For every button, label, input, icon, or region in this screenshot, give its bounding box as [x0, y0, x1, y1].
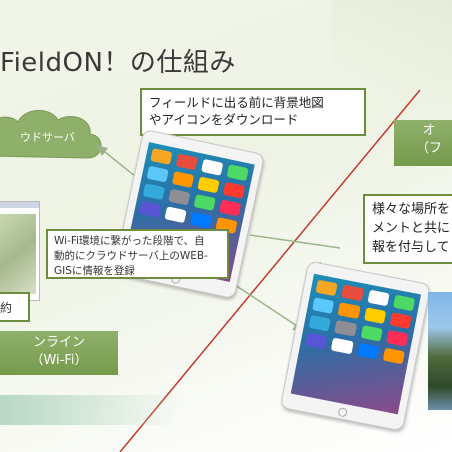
callout-annotate-line1: 様々な場所を	[372, 202, 451, 217]
cloud-icon	[0, 110, 102, 159]
callout-annotate: 様々な場所を メントと共に 報を付与して	[363, 194, 452, 264]
callout-download-line2: やアイコンをダウンロード	[149, 112, 299, 127]
offline-badge: オ （フ	[394, 120, 452, 166]
callout-annotate-line3: 報を付与して	[372, 240, 450, 255]
callout-annotate-line2: メントと共に	[372, 221, 451, 236]
small-label-box: 約	[0, 292, 30, 322]
slide-title: FieldON！の仕組み	[0, 48, 236, 78]
field-photo	[428, 292, 452, 410]
callout-wifi-line2: 動的にクラウドサーバ上のWEB-	[54, 250, 208, 262]
bottom-fade	[0, 395, 180, 425]
callout-wifi-sync: Wi-Fi環境に繋がった段階で、自 動的にクラウドサーバ上のWEB- GISに情…	[46, 229, 229, 279]
online-badge: ンライン （Wi-Fi）	[0, 331, 118, 375]
callout-download: フィールドに出る前に背景地図 やアイコンをダウンロード	[140, 88, 366, 136]
callout-download-line1: フィールドに出る前に背景地図	[149, 95, 324, 110]
callout-wifi-line3: GISに情報を登録	[54, 265, 135, 277]
offline-badge-line2: （フ	[415, 141, 442, 156]
cloud-label: ウドサーバ	[20, 131, 75, 144]
online-badge-line1: ンライン	[32, 335, 85, 350]
callout-wifi-line1: Wi-Fi環境に繋がった段階で、自	[54, 235, 205, 247]
online-badge-line2: （Wi-Fi）	[30, 353, 88, 368]
offline-badge-line1: オ	[422, 123, 436, 138]
